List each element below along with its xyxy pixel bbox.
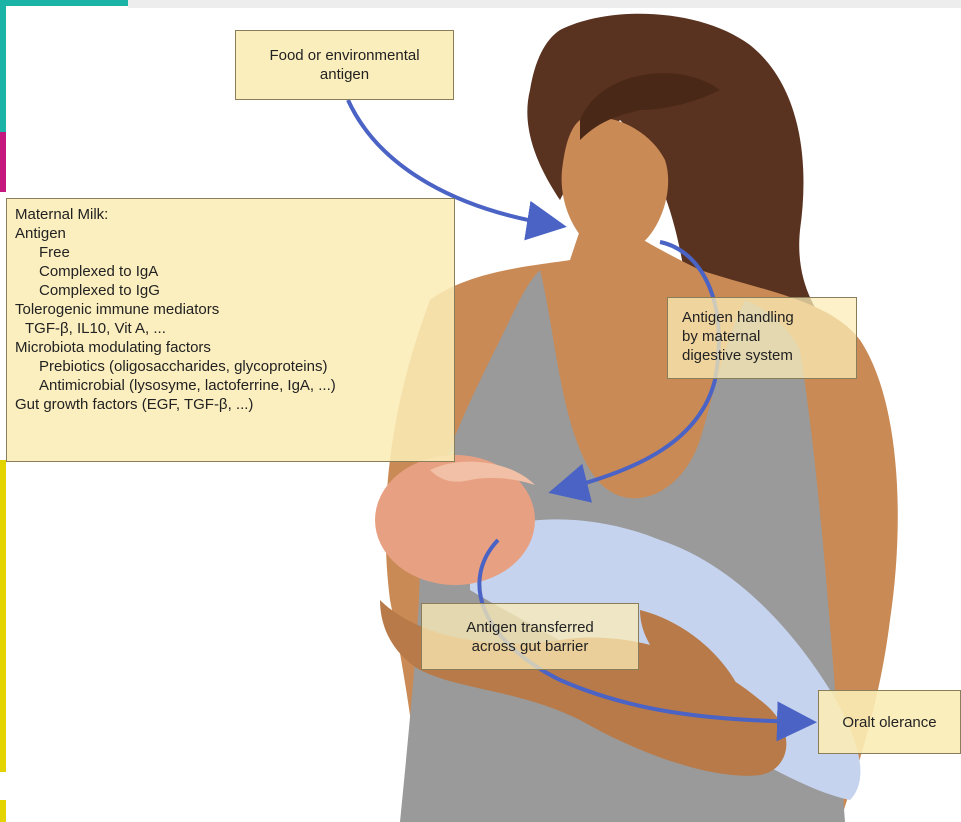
- milk-line: Maternal Milk:: [15, 205, 446, 224]
- antigen-transferred-line-2: across gut barrier: [466, 637, 594, 656]
- food-antigen-line-2: antigen: [269, 65, 419, 84]
- antigen-handling-line-1: Antigen handling: [682, 308, 842, 327]
- antigen-handling-line-3: digestive system: [682, 346, 842, 365]
- maternal-milk-box: Maternal Milk: Antigen Free Complexed to…: [6, 198, 455, 462]
- milk-line: Tolerogenic immune mediators: [15, 300, 446, 319]
- milk-line: Prebiotics (oligosaccharides, glycoprote…: [15, 357, 446, 376]
- antigen-handling-box: Antigen handling by maternal digestive s…: [667, 297, 857, 379]
- antigen-transferred-box: Antigen transferred across gut barrier: [421, 603, 639, 670]
- milk-line: Complexed to IgG: [15, 281, 446, 300]
- milk-line: Antimicrobial (lysosyme, lactoferrine, I…: [15, 376, 446, 395]
- milk-line: Complexed to IgA: [15, 262, 446, 281]
- milk-line: Antigen: [15, 224, 446, 243]
- food-antigen-line-1: Food or environmental: [269, 46, 419, 65]
- oral-tolerance-label: Oralt olerance: [842, 713, 936, 732]
- milk-line: Microbiota modulating factors: [15, 338, 446, 357]
- milk-line: TGF-β, IL10, Vit A, ...: [15, 319, 446, 338]
- antigen-transferred-line-1: Antigen transferred: [466, 618, 594, 637]
- oral-tolerance-box: Oralt olerance: [818, 690, 961, 754]
- milk-line: Gut growth factors (EGF, TGF-β, ...): [15, 395, 446, 414]
- milk-line: Free: [15, 243, 446, 262]
- antigen-handling-line-2: by maternal: [682, 327, 842, 346]
- food-antigen-box: Food or environmental antigen: [235, 30, 454, 100]
